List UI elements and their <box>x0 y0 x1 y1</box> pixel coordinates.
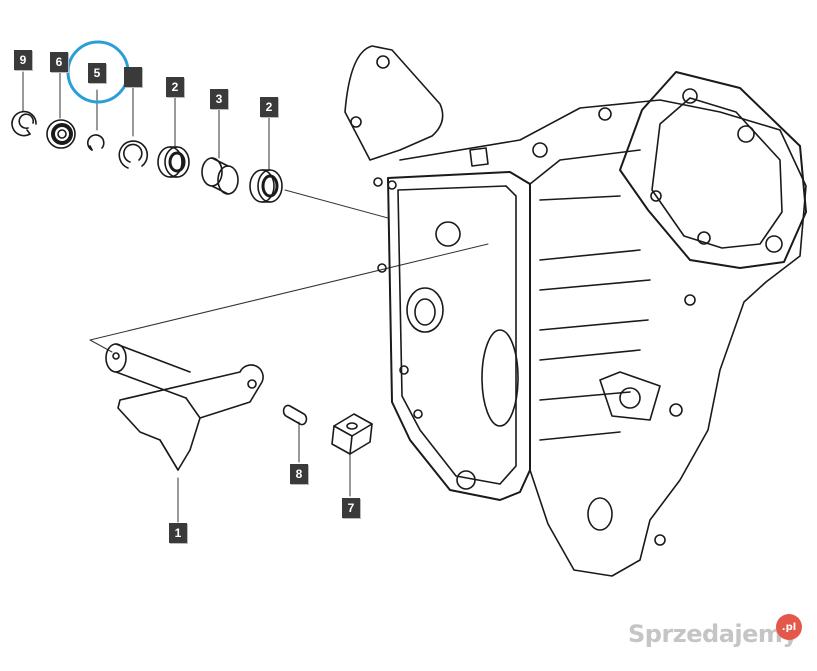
leader-lines <box>22 71 489 523</box>
callout-part-2-right: 2 <box>260 97 278 117</box>
gearbox-housing <box>344 45 807 577</box>
pin-part-8 <box>282 404 308 426</box>
callout-part-4 <box>124 67 142 87</box>
callout-part-8: 8 <box>290 464 308 484</box>
callout-part-9: 9 <box>14 50 32 70</box>
small-ring-part-5 <box>87 134 105 151</box>
watermark-badge: .pl <box>776 614 802 640</box>
bushing-part-3 <box>201 157 239 195</box>
shift-lever-part-1 <box>105 343 264 471</box>
callout-part-2-left: 2 <box>166 77 184 97</box>
watermark-text: Sprzedajemy <box>628 620 798 648</box>
bearing-part-2-left <box>157 146 190 178</box>
bearing-part-2-right <box>249 169 283 203</box>
snap-ring-part-9 <box>11 110 37 137</box>
callout-part-3: 3 <box>210 89 228 109</box>
callout-part-6: 6 <box>50 52 68 72</box>
callout-part-7: 7 <box>342 498 360 518</box>
bearing-seal-part-6 <box>46 119 76 149</box>
watermark-logo: Sprzedajemy .pl <box>628 614 808 654</box>
nut-part-7 <box>331 413 373 455</box>
circlip-part-4 <box>118 140 149 169</box>
callout-part-5: 5 <box>88 63 106 83</box>
callout-part-1: 1 <box>169 523 187 543</box>
